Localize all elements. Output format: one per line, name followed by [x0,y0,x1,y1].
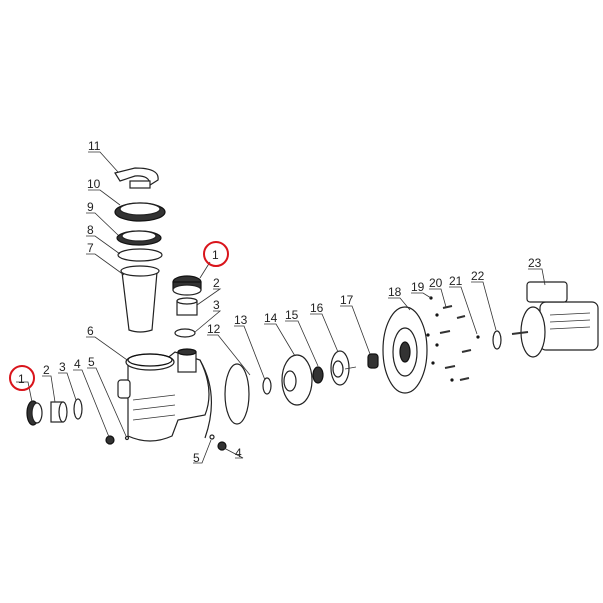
leader-lines [16,151,546,464]
part-5-seal-bottom [209,434,215,440]
callout-11: 11 [88,139,101,153]
part-15-mechanical-seal [312,366,324,384]
part-2-union-tail-left [50,401,68,423]
part-10-lid-ring [114,202,166,222]
part-19-20-21-bolts-and-washers [426,296,480,382]
callout-14: 14 [264,311,278,325]
part-8-o-ring [117,248,163,262]
callout-18: 18 [388,285,402,299]
callout-2-left: 2 [43,363,50,377]
part-18-seal-plate [382,306,428,394]
part-13-o-ring [262,377,272,395]
part-1-union-nut-left [26,400,43,426]
part-16-impeller [330,350,357,386]
part-7-strainer-basket [120,265,160,333]
callout-23: 23 [528,256,542,270]
callout-7: 7 [87,241,94,255]
callout-3-top: 3 [213,298,220,312]
part-17-seal-seat [367,353,379,369]
callout-2-top: 2 [213,276,220,290]
part-23-motor [511,281,599,358]
callout-22: 22 [471,269,485,283]
part-11-lid-clamp [114,167,159,189]
part-2-union-tail-top [176,297,198,316]
callout-17: 17 [340,293,354,307]
part-22-shaft-seal [492,330,502,350]
part-5-seal-left [124,435,130,441]
callout-4-left: 4 [74,357,81,371]
callout-10: 10 [87,177,101,191]
callout-6: 6 [87,324,94,338]
callout-5-left: 5 [88,355,95,369]
callout-15: 15 [285,308,299,322]
callout-1-left: 1 [18,372,25,386]
callout-12: 12 [207,322,221,336]
part-12-housing-o-ring [224,363,250,425]
callout-4-bottom: 4 [235,446,242,460]
callout-13: 13 [234,313,248,327]
part-9-lid [116,230,162,246]
part-4-drain-plug-left [105,435,115,445]
callout-labels: 11 10 9 8 7 1 2 3 6 12 13 14 15 16 17 18… [18,139,542,465]
part-14-diffuser [281,354,313,406]
highlight-circle-part-1-top [203,241,229,267]
callout-3-left: 3 [59,360,66,374]
callout-1-top: 1 [212,248,219,262]
part-3-o-ring-left [73,398,83,420]
part-6-pump-housing [117,348,212,442]
callout-9: 9 [87,200,94,214]
part-3-o-ring-top [174,328,196,338]
callout-16: 16 [310,301,324,315]
callout-21: 21 [449,274,463,288]
part-1-union-nut-top [172,275,202,296]
callout-8: 8 [87,223,94,237]
callout-20: 20 [429,276,443,290]
highlight-circle-part-1-left [9,365,35,391]
callout-19: 19 [411,280,425,294]
callout-5-bottom: 5 [193,451,200,465]
